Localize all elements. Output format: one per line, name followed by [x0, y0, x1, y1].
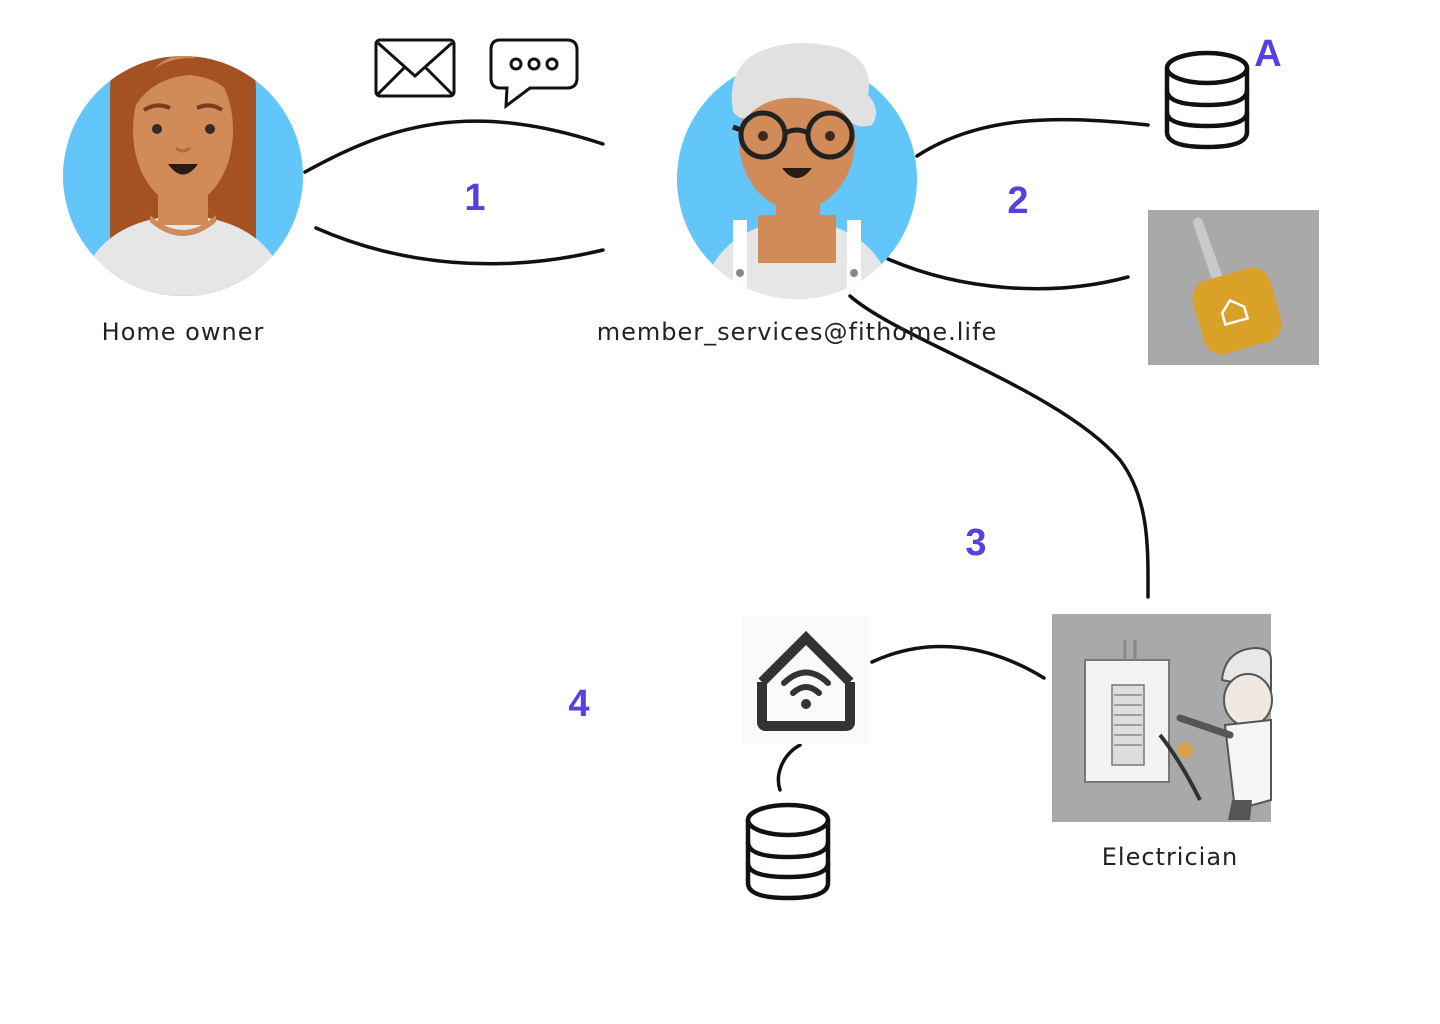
link-electrician-to-smarthome: [870, 644, 1046, 680]
home-database-icon: [745, 802, 831, 901]
step-1-label: 1: [464, 177, 486, 219]
connector-lines: [303, 117, 1150, 792]
database-icon: [1164, 50, 1250, 150]
link-agent-to-keyfob: [886, 257, 1130, 291]
electrician-label: Electrician: [1101, 843, 1239, 871]
woman-avatar-icon: [63, 56, 303, 296]
key-fob-photo: [1148, 210, 1319, 365]
step-2-label: 2: [1007, 180, 1029, 222]
link-owner-to-agent-bottom: [314, 226, 605, 266]
chat-bubble-icon: [489, 38, 579, 110]
step-3-label: 3: [965, 522, 987, 564]
step-4-label: 4: [568, 683, 590, 725]
smart-home-wifi-icon: [742, 616, 870, 744]
grandma-avatar-icon: [677, 43, 917, 299]
envelope-icon: [374, 38, 456, 98]
link-agent-to-electrician: [848, 294, 1150, 599]
link-smarthome-to-database: [776, 743, 802, 792]
database-tag: A: [1254, 33, 1281, 75]
member-services-label: member_services@fithome.life: [596, 318, 998, 346]
link-agent-to-database: [915, 117, 1150, 158]
home-owner-label: Home owner: [101, 318, 265, 346]
link-owner-to-agent-top: [303, 119, 605, 174]
electrician-photo: [1052, 614, 1273, 822]
